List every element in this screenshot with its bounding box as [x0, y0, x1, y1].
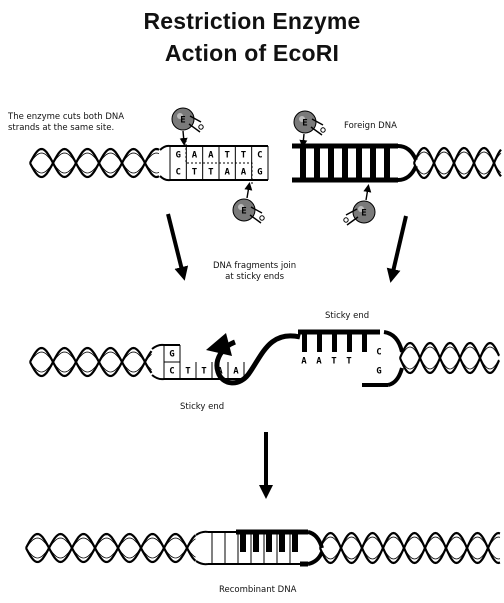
left-fragment-base-G: G — [169, 350, 174, 360]
right-fragment: AATTCG — [298, 332, 402, 385]
foreign-dna-block — [292, 146, 416, 180]
t2-bottom — [152, 375, 164, 379]
t3-top — [196, 532, 208, 535]
t3-bottom — [196, 561, 208, 564]
enzyme-bottom-left-arrow — [247, 186, 249, 198]
recombinant-helix-right-strand-a-inner — [320, 537, 500, 559]
foreign-rung — [370, 146, 376, 180]
enzyme-bottom-right-letter: E — [361, 209, 366, 219]
left-fragment-base: A — [233, 367, 239, 377]
top-base-G: G — [175, 151, 180, 161]
enzyme-top-left-blade-a — [189, 124, 200, 132]
enzyme-top-right-blade-a — [311, 127, 322, 135]
top-base-C: C — [257, 151, 262, 161]
foreign-rung — [384, 146, 390, 180]
bottom-base-A: A — [241, 168, 247, 178]
rec-foreign-rung — [279, 532, 285, 552]
right-fragment-base-G: G — [376, 367, 381, 377]
join-curve-arrow — [217, 336, 300, 383]
host-dna-taper — [160, 146, 170, 180]
right-fragment-rung — [332, 332, 337, 352]
top-base-A: A — [192, 151, 198, 161]
rec-foreign-rung — [253, 532, 259, 552]
foreign-rung — [314, 146, 320, 180]
enzyme-top-left-arrow — [183, 131, 184, 142]
bottom-base-T: T — [192, 168, 198, 178]
enzyme-top-left: E — [172, 108, 203, 132]
down-arrow-left — [168, 214, 183, 274]
top-base-T: T — [241, 151, 247, 161]
recombinant-helix-right — [320, 533, 500, 563]
t2-top — [152, 345, 164, 349]
enzyme-top-right: E — [294, 111, 325, 135]
taper-top — [160, 146, 170, 150]
foreign-rung — [300, 146, 306, 180]
enzyme-top-left-letter: E — [180, 116, 185, 126]
enzyme-top-right-arrow — [303, 134, 304, 144]
foreign-dna-helix — [414, 148, 501, 178]
right-fragment-rung — [362, 332, 367, 352]
top-base-A: A — [208, 151, 214, 161]
right-fragment-rung — [347, 332, 352, 352]
rec-foreign-rung — [240, 532, 246, 552]
right-fragment-rung — [317, 332, 322, 352]
right-fragment-rung — [302, 332, 307, 352]
bottom-base-C: C — [175, 168, 180, 178]
top-base-T: T — [224, 151, 230, 161]
join-curve-arrowhead — [206, 333, 232, 356]
enzyme-bottom-left-blade-a — [250, 215, 261, 223]
recombinant-taper-left — [196, 532, 208, 564]
host-dna-helix-left — [30, 149, 159, 177]
right-fragment-base: T — [346, 357, 352, 367]
foreign-rung — [328, 146, 334, 180]
recombinant-ladder — [208, 532, 322, 564]
right-fragment-base: A — [316, 357, 322, 367]
rec-taper-right — [308, 532, 322, 564]
left-fragment-base: T — [185, 367, 191, 377]
left-fragment-base: C — [169, 367, 174, 377]
enzyme-top-right-letter: E — [302, 119, 307, 129]
recombinant-helix-left — [26, 534, 196, 562]
right-fragment-base-C: C — [376, 348, 381, 358]
foreign-taper — [398, 146, 416, 180]
enzyme-bottom-right-blade-a — [347, 217, 358, 225]
foreign-rung — [356, 146, 362, 180]
taper-bottom — [160, 176, 170, 180]
rec-foreign-rung — [266, 532, 272, 552]
down-arrow-right — [392, 216, 406, 276]
enzyme-top-right-pivot — [321, 128, 325, 132]
host-fragment-taper — [152, 345, 164, 379]
bottom-base-A: A — [224, 168, 230, 178]
enzyme-top-left-pivot — [199, 125, 203, 129]
recombinant-helix-right-strand-b-inner — [320, 537, 500, 559]
enzyme-bottom-right-pivot — [344, 218, 348, 222]
bottom-base-G: G — [257, 168, 262, 178]
enzyme-bottom-right: E — [344, 201, 375, 225]
rec-foreign-rung — [292, 532, 298, 552]
enzyme-bottom-left-letter: E — [241, 207, 246, 217]
right-fragment-base: T — [331, 357, 337, 367]
bottom-base-T: T — [208, 168, 214, 178]
left-fragment-base: T — [201, 367, 207, 377]
right-fragment-helix — [400, 343, 499, 373]
enzyme-bottom-right-arrow — [366, 188, 368, 200]
right-fragment-base: A — [301, 357, 307, 367]
enzyme-bottom-left-pivot — [260, 216, 264, 220]
enzyme-bottom-left: E — [233, 199, 264, 223]
foreign-rung — [342, 146, 348, 180]
host-fragment-helix — [30, 348, 152, 376]
